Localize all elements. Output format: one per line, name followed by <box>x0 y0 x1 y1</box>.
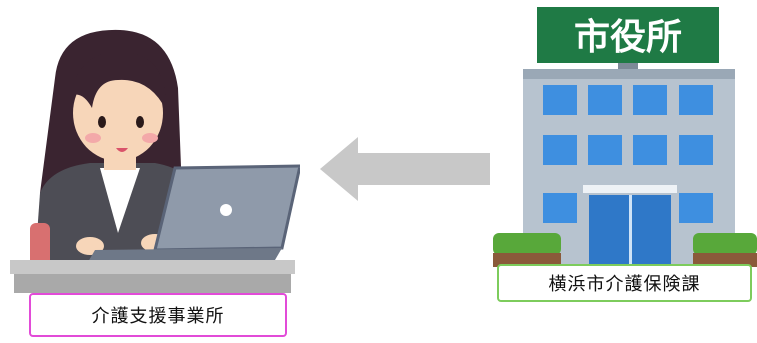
flow-arrow-left <box>320 137 490 201</box>
care-support-office-text: 介護支援事業所 <box>91 306 225 327</box>
care-support-office-label: 介護支援事業所 <box>29 293 287 337</box>
city-hall-sign-text: 市役所 <box>574 17 682 58</box>
office-worker-laptop-icon <box>10 29 300 293</box>
yokohama-care-insurance-label: 横浜市介護保険課 <box>497 264 752 302</box>
city-hall-building-icon: 市役所 <box>493 7 757 267</box>
yokohama-care-insurance-text: 横浜市介護保険課 <box>548 274 701 295</box>
